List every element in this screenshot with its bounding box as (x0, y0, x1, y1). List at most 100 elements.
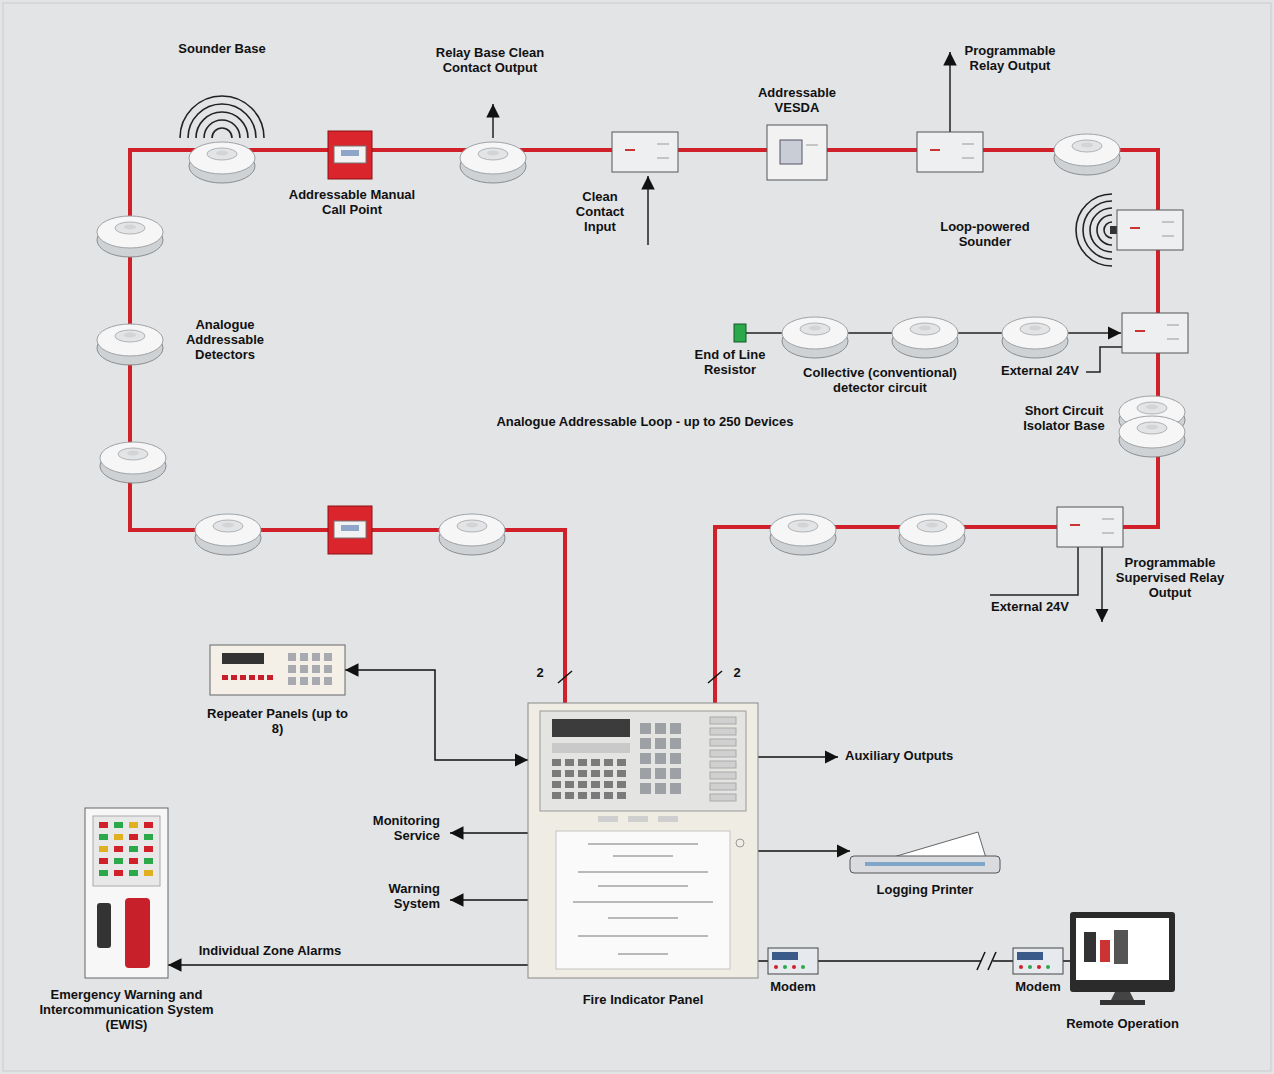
detector (97, 324, 163, 365)
panel-indicator (710, 750, 736, 757)
sound-waves (1076, 194, 1112, 266)
device-caption: Modem (1008, 980, 1068, 995)
modem-case (768, 948, 818, 974)
modem-badge (1017, 952, 1043, 960)
repeater-key (312, 677, 320, 685)
panel-key (670, 768, 681, 779)
ewis-led (99, 834, 108, 840)
repeater-key (300, 665, 308, 673)
device-icon (210, 645, 345, 695)
door-notice-line (618, 953, 668, 955)
door-notice-line (573, 901, 713, 903)
detector (1054, 134, 1120, 175)
ewis-led (114, 834, 123, 840)
device-icon (768, 948, 818, 974)
call-point (328, 131, 372, 179)
repeater-led (249, 675, 255, 680)
ewis-led (99, 822, 108, 828)
device-label: Analogue Addressable Loop - up to 250 De… (485, 415, 805, 430)
conventional-detector (782, 317, 848, 358)
sounder-module (1117, 210, 1183, 250)
device-node: Emergency Warning and Intercommunication… (85, 808, 168, 978)
connector-label: Individual Zone Alarms (190, 944, 350, 959)
detector (100, 442, 166, 483)
monitor-screen (1076, 918, 1169, 980)
device-label: Clean Contact Input (560, 190, 640, 235)
repeater-led (240, 675, 246, 680)
relay-module (917, 132, 983, 172)
panel-key (655, 723, 666, 734)
monitor-base (1100, 1000, 1145, 1005)
ewis-led (99, 858, 108, 864)
device-label: Programmable Relay Output (960, 44, 1060, 74)
panel-button (578, 770, 587, 777)
device-icon (85, 808, 168, 978)
modem-led (792, 965, 796, 969)
panel-key (670, 738, 681, 749)
ewis-led (129, 858, 138, 864)
repeater-key (288, 665, 296, 673)
supply-wire (990, 547, 1078, 595)
modem-case (1013, 948, 1063, 974)
screen-panel (1114, 930, 1128, 964)
panel-indicator (710, 717, 736, 724)
ewis-led (114, 846, 123, 852)
panel-lock (736, 839, 744, 847)
frame (3, 3, 1271, 1071)
panel-key (655, 783, 666, 794)
device-node: Modem (1013, 948, 1063, 974)
output-arrow (492, 104, 494, 138)
panel-indicator (710, 794, 736, 801)
panel-indicator (710, 783, 736, 790)
door-notice-line (578, 871, 708, 873)
device-label: 2 (729, 666, 745, 681)
ewis-led (114, 822, 123, 828)
modem-led (774, 965, 778, 969)
panel-indicator (710, 728, 736, 735)
repeater-led (267, 675, 273, 680)
device-label: External 24V (1000, 364, 1080, 379)
device-caption: Fire Indicator Panel (508, 993, 778, 1008)
device-node: Fire Indicator Panel (528, 703, 758, 978)
connector (345, 670, 528, 760)
device-label: 2 (532, 666, 548, 681)
ewis-led (144, 870, 153, 876)
device-icon (1013, 948, 1063, 974)
ewis-led (129, 846, 138, 852)
panel-key (670, 783, 681, 794)
device-caption: Emergency Warning and Intercommunication… (39, 988, 214, 1033)
conventional-detector (892, 317, 958, 358)
panel-button (591, 759, 600, 766)
device-icon (528, 703, 758, 978)
panel-button (604, 770, 613, 777)
vesda-detail (806, 145, 818, 146)
loop-wire (130, 150, 1158, 703)
output-arrow (450, 832, 528, 834)
panel-display (552, 719, 630, 737)
panel-button (552, 759, 561, 766)
device-label: End of Line Resistor (690, 348, 770, 378)
ewis-handset (97, 903, 111, 948)
modem-led (1037, 965, 1041, 969)
connector (758, 850, 850, 852)
device-label: Monitoring Service (360, 814, 440, 844)
door-notice-line (613, 855, 673, 857)
panel-switch (598, 816, 618, 822)
door-notice-line (578, 935, 708, 937)
panel-button (578, 759, 587, 766)
repeater-key (300, 677, 308, 685)
input-arrow (647, 176, 649, 245)
panel-indicator (710, 739, 736, 746)
screen-panel (1084, 932, 1096, 962)
door-notice-line (588, 843, 698, 845)
printer-body (850, 856, 1000, 873)
ewis-led (144, 834, 153, 840)
panel-key (640, 768, 651, 779)
device-caption: Remote Operation (1050, 1017, 1195, 1032)
detector (97, 216, 163, 257)
repeater-key (312, 665, 320, 673)
ewis-microphone (125, 898, 150, 968)
device-label: External 24V (990, 600, 1070, 615)
panel-key (640, 738, 651, 749)
